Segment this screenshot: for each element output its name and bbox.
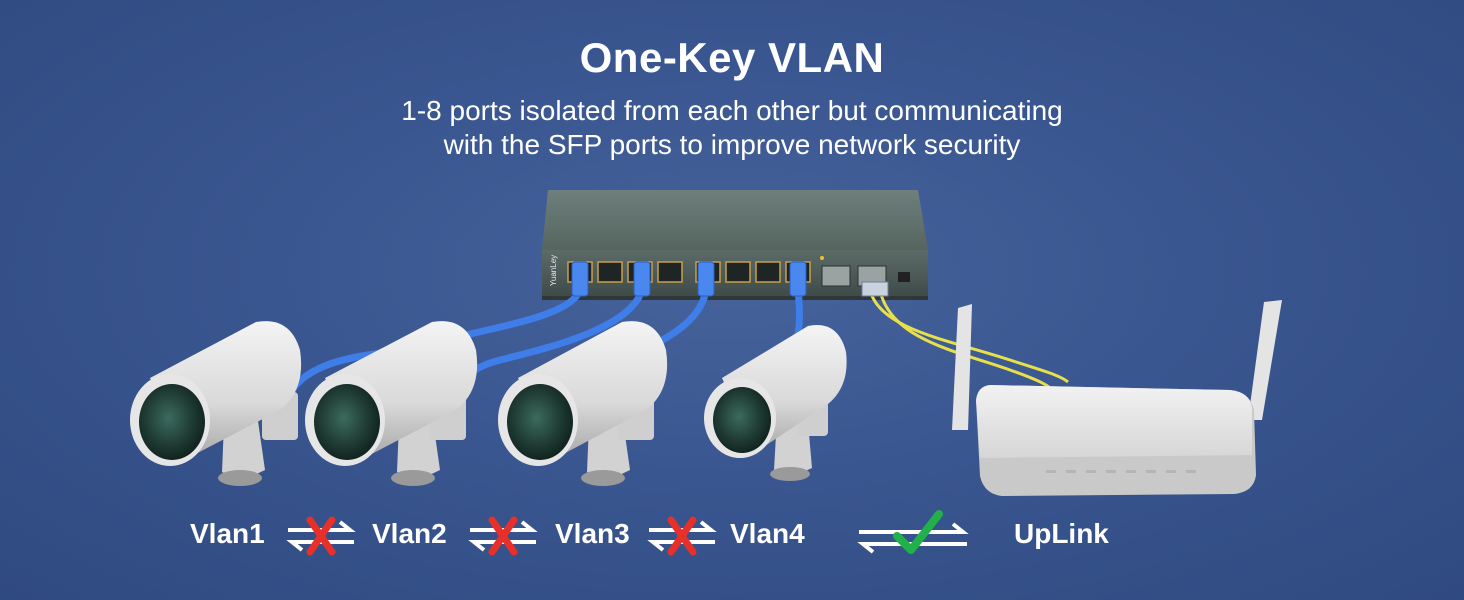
subtitle-line-2: with the SFP ports to improve network se…	[443, 129, 1021, 160]
cross-icon	[306, 516, 336, 556]
blocked-arrow-1-2	[286, 516, 356, 556]
subtitle-line-1: 1-8 ports isolated from each other but c…	[401, 95, 1063, 126]
arrow-left-icon	[857, 542, 967, 554]
arrow-left-icon	[286, 540, 354, 552]
arrow-right-icon	[288, 520, 356, 532]
port-2	[597, 261, 623, 283]
camera-vlan2	[305, 321, 478, 486]
router	[952, 300, 1282, 496]
switch-brand: YuanLey	[549, 255, 558, 286]
check-icon	[893, 510, 943, 554]
label-vlan1: Vlan1	[190, 518, 265, 549]
fiber-cables	[868, 289, 1069, 390]
port-7	[755, 261, 781, 283]
blocked-arrow-3-4	[647, 516, 717, 556]
sfp-module	[861, 281, 889, 297]
camera-vlan4	[704, 325, 847, 481]
cable-plugs	[571, 261, 807, 297]
arrow-right-icon	[649, 520, 717, 532]
blocked-arrow-2-3	[468, 516, 538, 556]
cross-icon	[667, 516, 697, 556]
page-subtitle: 1-8 ports isolated from each other but c…	[0, 94, 1464, 162]
allowed-arrow-uplink	[857, 510, 969, 554]
arrow-right-icon	[859, 522, 969, 534]
arrow-left-icon	[647, 540, 715, 552]
arrow-right-icon	[470, 520, 538, 532]
port-4	[657, 261, 683, 283]
label-vlan3: Vlan3	[555, 518, 630, 549]
reset-button	[898, 272, 910, 282]
port-6	[725, 261, 751, 283]
sfp-port-1	[821, 265, 851, 287]
cross-icon	[488, 516, 518, 556]
label-uplink: UpLink	[1014, 518, 1109, 549]
cable-vlan4	[794, 286, 803, 339]
page-title: One-Key VLAN	[579, 34, 885, 81]
camera-vlan3	[498, 321, 668, 486]
arrow-left-icon	[468, 540, 536, 552]
camera-vlan1	[130, 321, 302, 486]
label-vlan4: Vlan4	[730, 518, 805, 549]
power-led	[820, 256, 824, 260]
label-vlan2: Vlan2	[372, 518, 447, 549]
